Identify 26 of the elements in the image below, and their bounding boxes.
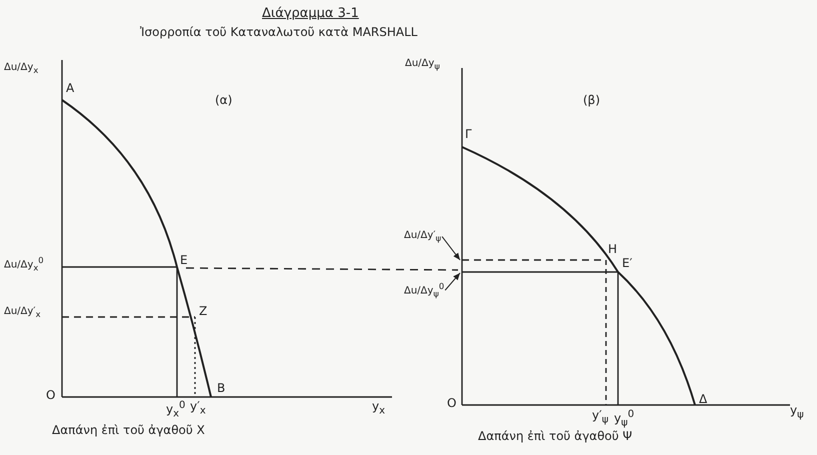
chart-title: Διάγραμμα 3-1 xyxy=(262,6,359,21)
point-label: Γ xyxy=(465,128,472,142)
point-label: Δ xyxy=(699,393,708,406)
leader-line xyxy=(442,236,460,260)
point-label: E′ xyxy=(622,257,632,270)
point-label: E xyxy=(180,254,188,268)
axis-label: Δu/Δy$_{ψ}$ xyxy=(405,58,440,72)
point-label: O xyxy=(46,389,56,402)
point-label: Z xyxy=(199,305,208,318)
panel-label: (α) xyxy=(215,94,232,108)
leader-label: Δu/Δy′$_{ψ}$ xyxy=(404,230,442,244)
point-label: O xyxy=(447,397,456,410)
tick-label: y′$_{x}$ xyxy=(190,400,206,416)
axis-caption: Δαπάνη ἐπὶ τοῦ ἀγαθοῦ X xyxy=(52,424,205,438)
leader-line xyxy=(444,272,460,291)
point-label: A xyxy=(66,82,74,96)
axis-label: Δu/Δy$_{x}$ xyxy=(4,62,38,76)
tick-label: Δu/Δy′$_{x}$ xyxy=(4,306,41,320)
subtitle: Ἰσορροπία τοῦ Καταναλωτοῦ κατὰ MARSHALL xyxy=(140,26,418,40)
axis-label: y$_{ψ}$ xyxy=(790,404,804,420)
tick-label: y′$_{ψ}$ xyxy=(592,409,608,426)
axis-caption: Δαπάνη ἐπὶ τοῦ ἀγαθοῦ Ψ xyxy=(478,430,632,444)
point-label: H xyxy=(608,243,618,256)
point-label: B xyxy=(217,382,226,396)
panel-label: (β) xyxy=(583,94,600,108)
axis-label: y$_{x}$ xyxy=(372,400,386,416)
